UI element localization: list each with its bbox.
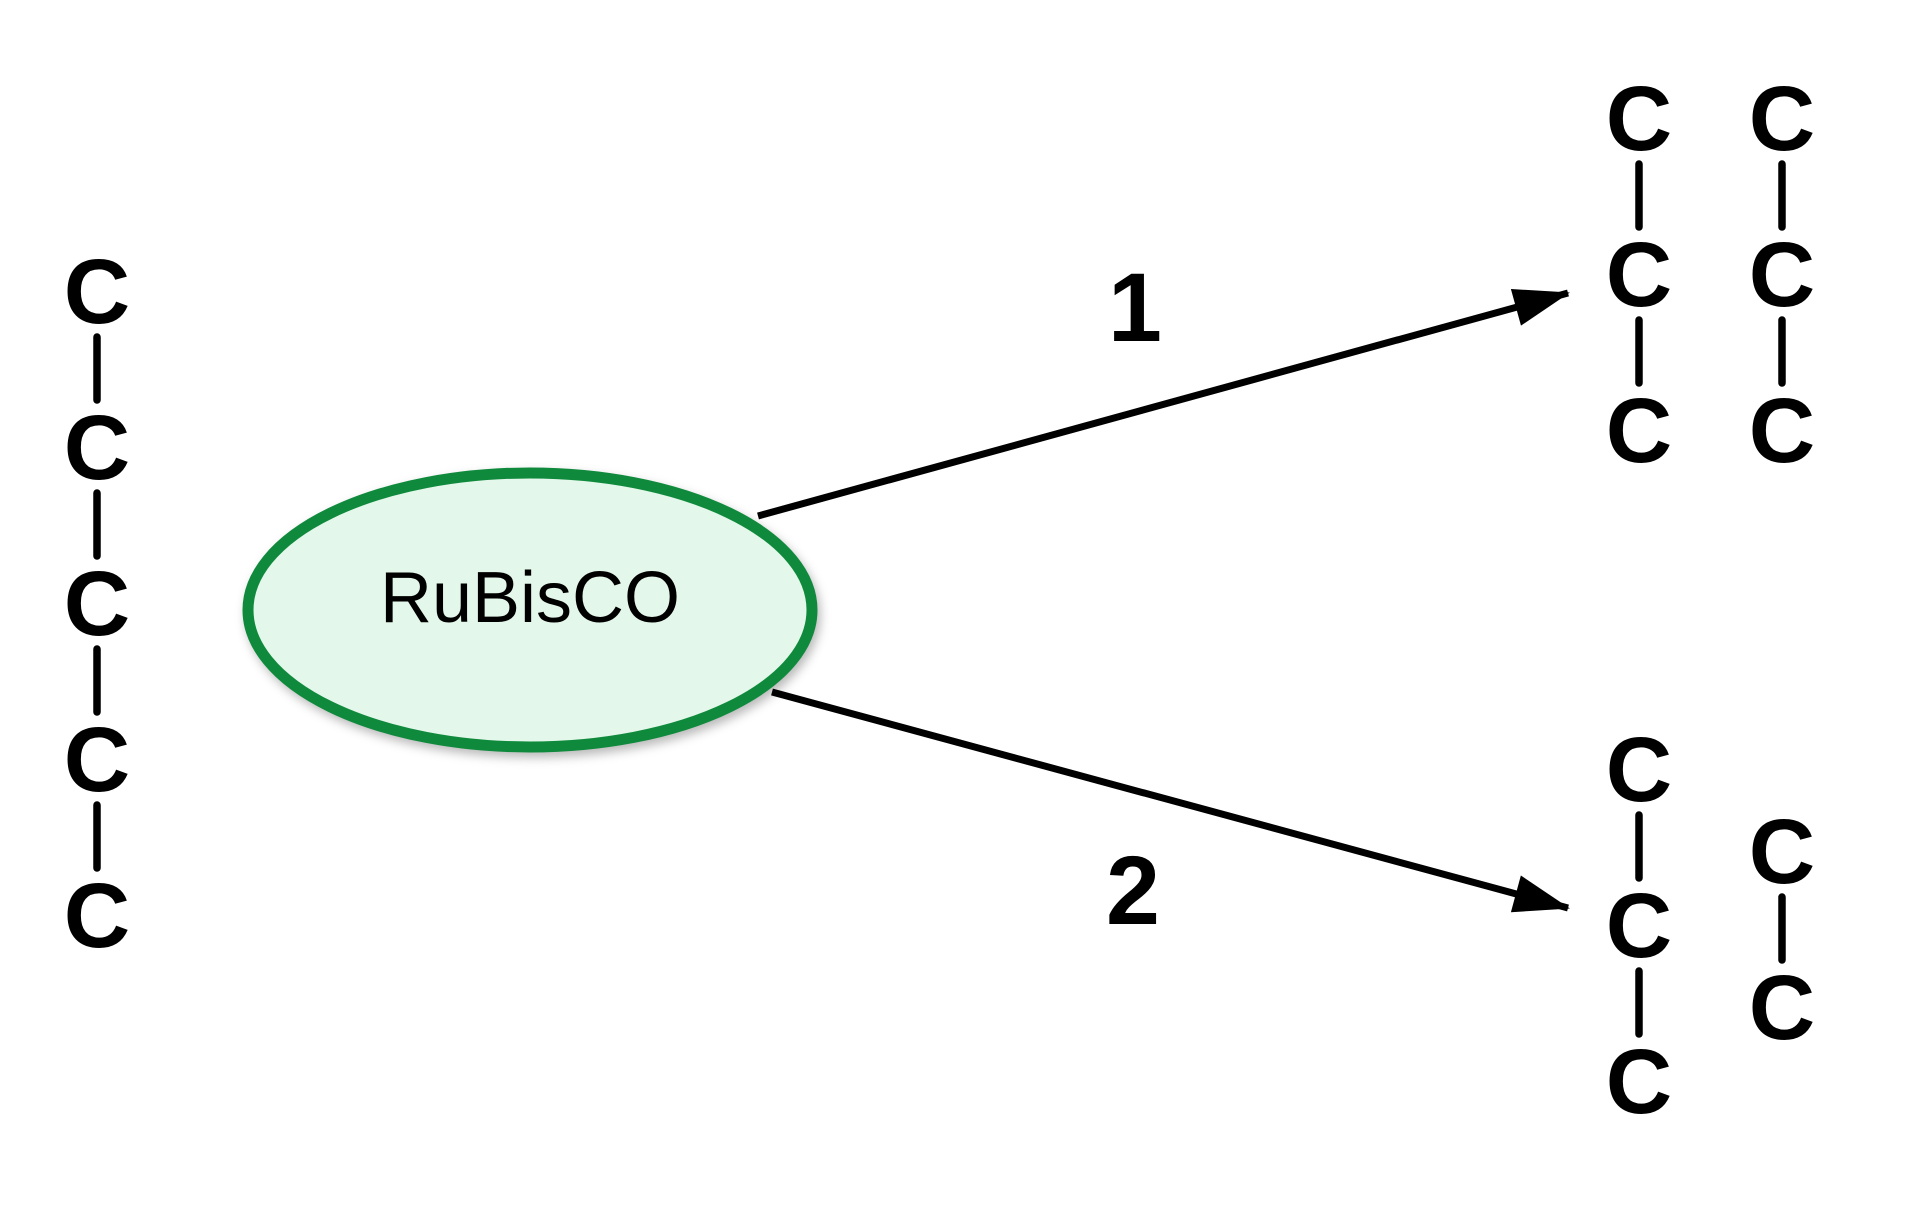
- arrow-1-label: 1: [1108, 253, 1162, 362]
- arrow-path-2: [771, 688, 1570, 913]
- carbon-atom: C: [1606, 68, 1672, 170]
- carbon-atom: C: [64, 397, 130, 499]
- product1-chain-b: CCC: [1749, 68, 1815, 482]
- carbon-atom: C: [1606, 224, 1672, 326]
- carbon-atom: C: [1749, 957, 1815, 1059]
- carbon-atom: C: [1606, 875, 1672, 977]
- carbon-atom: C: [64, 709, 130, 811]
- carbon-atom: C: [1606, 719, 1672, 821]
- carbon-atom: C: [1606, 1031, 1672, 1133]
- carbon-atom: C: [1606, 380, 1672, 482]
- product1-chain-a: CCC: [1606, 68, 1672, 482]
- product2-chain-a: CCC: [1606, 719, 1672, 1133]
- carbon-atom: C: [64, 865, 130, 967]
- enzyme-ellipse: [242, 467, 818, 753]
- carbon-atom: C: [1749, 380, 1815, 482]
- carbon-atom: C: [1749, 68, 1815, 170]
- arrow-2-label: 2: [1106, 836, 1160, 945]
- carbon-atom: C: [64, 241, 130, 343]
- arrow-path-1: [757, 289, 1570, 520]
- product2-chain-b: CC: [1749, 801, 1815, 1059]
- carbon-atom: C: [1749, 801, 1815, 903]
- carbon-atom: C: [1749, 224, 1815, 326]
- carbon-atom: C: [64, 553, 130, 655]
- enzyme-label: RuBisCO: [380, 558, 680, 638]
